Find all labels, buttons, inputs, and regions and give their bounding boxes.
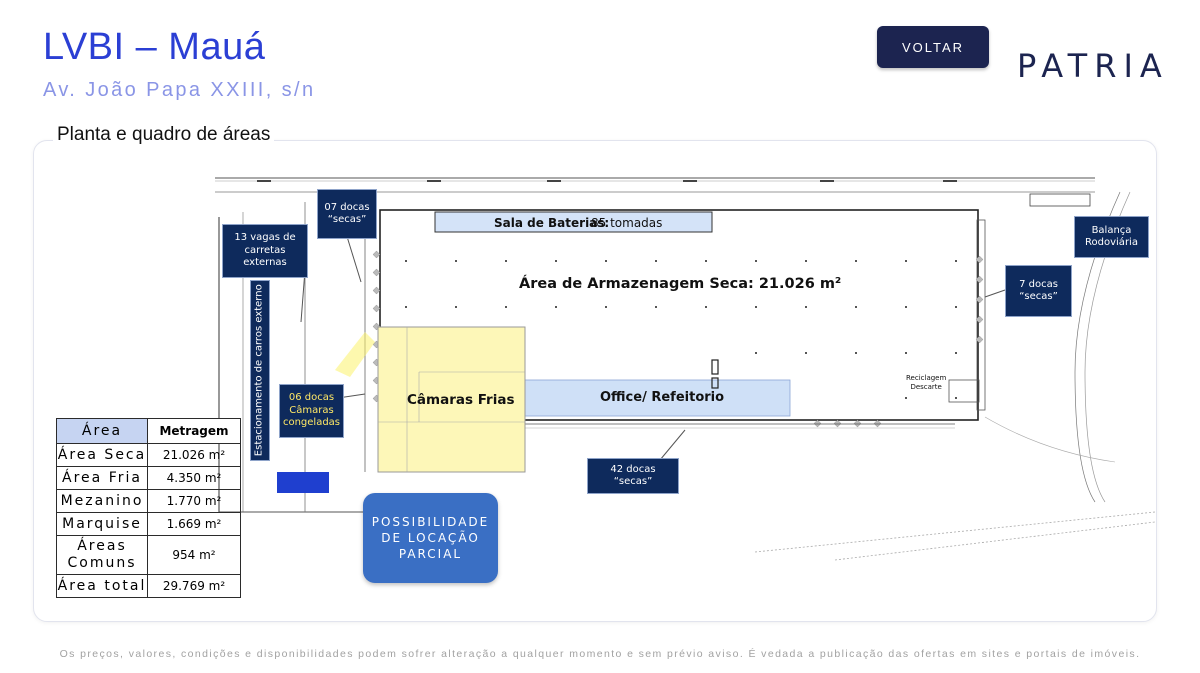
- area-value: 954 m²: [147, 535, 241, 575]
- area-value: 1.770 m²: [147, 489, 241, 513]
- areas-table: Área Metragem Área Seca 21.026 m² Área F…: [56, 418, 241, 598]
- dry-storage-label: Área de Armazenagem Seca: 21.026 m²: [519, 276, 842, 292]
- area-name: Mezanino: [56, 489, 148, 513]
- cold-rooms-label: Câmaras Frias: [407, 392, 515, 408]
- area-value: 4.350 m²: [147, 466, 241, 490]
- table-row: Áreas Comuns 954 m²: [56, 535, 241, 575]
- partial-leasing-button[interactable]: POSSIBILIDADE DE LOCAÇÃO PARCIAL: [363, 493, 498, 583]
- docks-top-label: 07 docas“secas”: [317, 189, 377, 239]
- area-value: 29.769 m²: [147, 574, 241, 598]
- truck-parking-line2: carretas: [244, 244, 286, 256]
- battery-room-label: Sala de Baterias:: [494, 216, 610, 230]
- area-name: Área total: [56, 574, 148, 598]
- area-name: Marquise: [56, 512, 148, 536]
- recycling-label: Reciclagem Descarte: [906, 374, 946, 392]
- partial-leasing-line1: POSSIBILIDADE: [371, 515, 490, 529]
- frozen-docks-line3: congeladas: [282, 417, 341, 429]
- recycling-line2: Descarte: [910, 383, 942, 391]
- docks-bottom-label: 42 docas“secas”: [587, 458, 679, 494]
- page-subtitle: Av. João Papa XXIII, s/n: [43, 79, 316, 101]
- header-area: Área: [56, 418, 148, 444]
- car-parking-label: Estacionamento de carros externo: [250, 280, 270, 461]
- disclaimer-footer: Os preços, valores, condições e disponib…: [59, 648, 1141, 660]
- truck-parking-line1: 13 vagas de: [234, 232, 296, 244]
- truck-parking-line3: externas: [243, 257, 287, 269]
- battery-outlets-label: 85 tomadas: [591, 216, 663, 230]
- docks-right-line2: “secas”: [1019, 291, 1058, 302]
- frozen-docks-line2: Câmaras: [289, 404, 334, 416]
- docks-top-line1: 07 docas: [324, 201, 370, 213]
- header-metragem: Metragem: [147, 418, 241, 444]
- page-title: LVBI – Mauá: [43, 26, 266, 68]
- office-label: Office/ Refeitorio: [600, 390, 725, 405]
- docks-bottom-line2: “secas”: [613, 476, 653, 487]
- patria-logo: PATRIA: [1017, 47, 1169, 85]
- section-title: Planta e quadro de áreas: [53, 124, 275, 146]
- car-parking-text: Estacionamento de carros externo: [253, 284, 265, 457]
- table-row: Área Seca 21.026 m²: [56, 443, 241, 467]
- areas-table-header: Área Metragem: [56, 418, 241, 444]
- table-row: Marquise 1.669 m²: [56, 512, 241, 536]
- area-value: 1.669 m²: [147, 512, 241, 536]
- truck-scale-line2: Rodoviária: [1085, 237, 1138, 248]
- recycling-line1: Reciclagem: [906, 374, 947, 382]
- area-name: Área Fria: [56, 466, 148, 490]
- back-button[interactable]: VOLTAR: [877, 26, 989, 68]
- frozen-docks-line1: 06 docas: [288, 392, 335, 404]
- partial-leasing-line2: DE LOCAÇÃO: [381, 531, 480, 545]
- table-row: Mezanino 1.770 m²: [56, 489, 241, 513]
- table-row: Área Fria 4.350 m²: [56, 466, 241, 490]
- table-row: Área total 29.769 m²: [56, 574, 241, 598]
- partial-leasing-line3: PARCIAL: [398, 547, 463, 561]
- docks-right-line1: 7 docas: [1019, 278, 1058, 290]
- docks-right-label: 7 docas“secas”: [1005, 265, 1072, 317]
- area-value: 21.026 m²: [147, 443, 241, 467]
- area-name: Áreas Comuns: [56, 535, 148, 575]
- truck-scale-line1: Balança: [1091, 224, 1132, 236]
- area-name: Área Seca: [56, 443, 148, 467]
- docks-bottom-line1: 42 docas: [610, 463, 656, 475]
- docks-top-line2: “secas”: [327, 214, 367, 225]
